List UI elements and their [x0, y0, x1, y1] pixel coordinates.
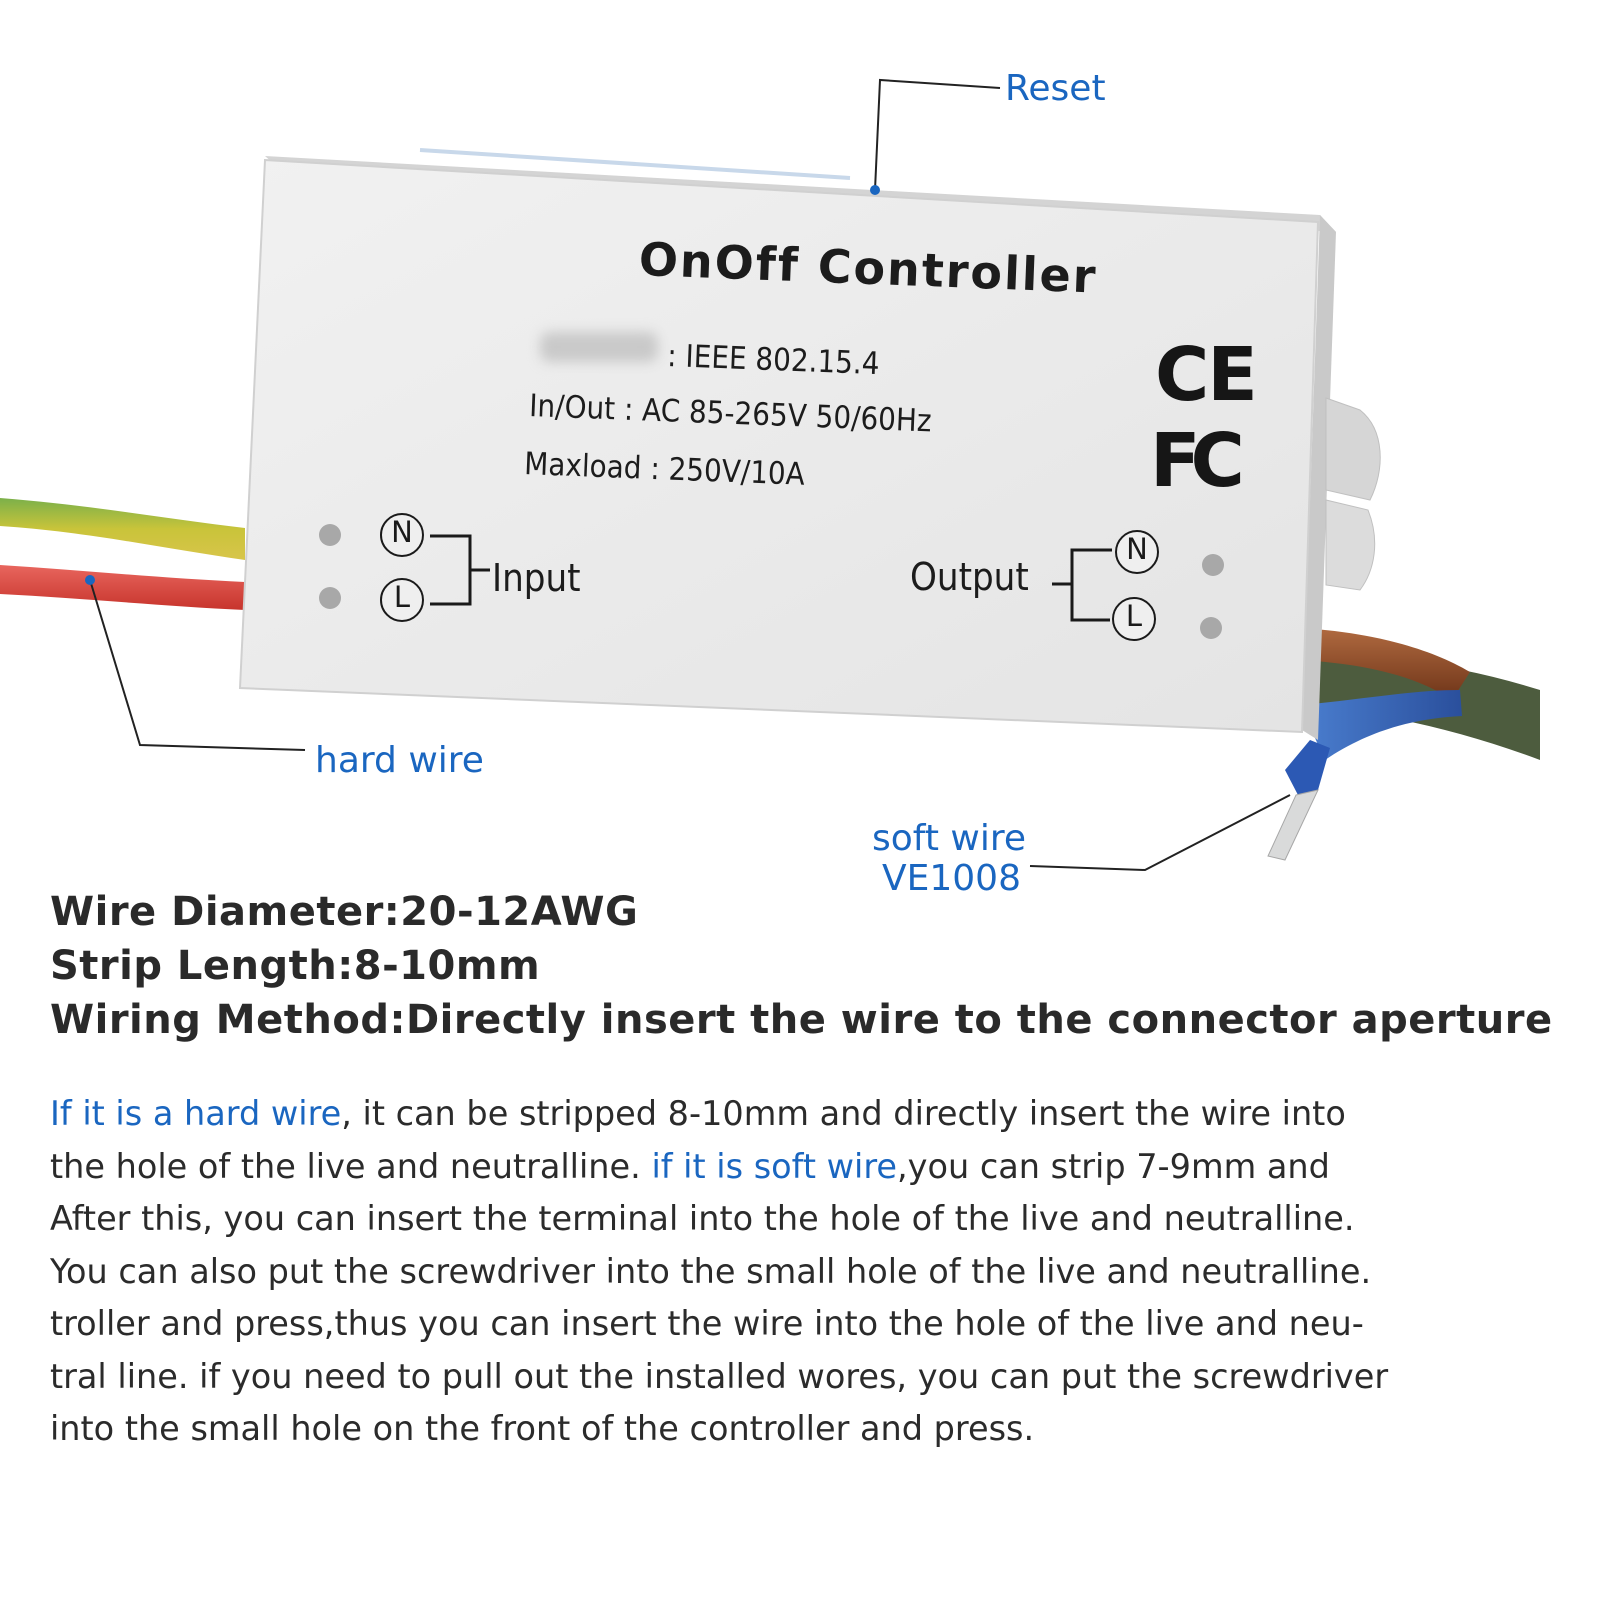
output-label: Output: [910, 555, 1029, 599]
instruction-line-1: If it is a hard wire, it can be stripped…: [50, 1088, 1560, 1141]
screw-hole-input-l: [319, 587, 341, 609]
input-label: Input: [492, 556, 581, 600]
fcc-mark: FC: [1150, 418, 1245, 504]
output-bracket: [1052, 548, 1112, 622]
instruction-text: ,you can strip 7-9mm and: [896, 1146, 1330, 1186]
input-terminal-l: L: [380, 578, 424, 622]
reset-callout: Reset: [1005, 68, 1106, 109]
red-wire: [0, 565, 245, 610]
soft-wire-callout: soft wire: [872, 818, 1026, 859]
device-top-lip: [419, 148, 851, 180]
instruction-line-2: the hole of the live and neutralline. if…: [50, 1141, 1560, 1194]
reset-point: [870, 185, 880, 195]
input-bracket: [430, 534, 490, 606]
wire-diameter-spec: Wire Diameter:20-12AWG: [50, 889, 639, 935]
brown-wire: [1300, 628, 1470, 700]
hard-wire-point: [85, 575, 95, 585]
side-clip-bottom: [1325, 499, 1376, 591]
wiring-instructions: If it is a hard wire, it can be stripped…: [50, 1088, 1560, 1456]
screw-hole-input-n: [319, 524, 341, 546]
wiring-specs: Wire Diameter:20-12AWG Strip Length:8-10…: [50, 885, 1553, 1047]
hard-wire-leader-line: [89, 579, 306, 751]
ferrule-sleeve: [1285, 740, 1330, 795]
output-terminal-l: L: [1112, 597, 1156, 641]
soft-wire-leader-line: [1029, 794, 1291, 872]
side-clip-top: [1325, 397, 1381, 501]
device-side: [1302, 215, 1336, 740]
strip-length-spec: Strip Length:8-10mm: [50, 943, 541, 989]
soft-wire-model-callout: VE1008: [882, 858, 1021, 899]
instruction-line-4: You can also put the screwdriver into th…: [50, 1251, 1372, 1291]
hard-wire-highlight: If it is a hard wire: [50, 1094, 342, 1133]
screw-hole-output-n: [1202, 554, 1224, 576]
blue-wire: [1300, 690, 1462, 760]
soft-wire-highlight: if it is soft wire: [651, 1146, 897, 1186]
input-terminal-n: N: [380, 513, 424, 557]
ferrule-pin: [1267, 789, 1319, 861]
yellow-green-wire: [0, 498, 245, 560]
device-body: [238, 158, 1320, 734]
blurred-protocol-name: [540, 332, 658, 362]
screw-hole-output-l: [1200, 617, 1222, 639]
hard-wire-callout: hard wire: [315, 740, 484, 781]
instruction-line-7: into the small hole on the front of the …: [50, 1409, 1035, 1448]
instruction-text: , it can be stripped 8-10mm and directly…: [341, 1094, 1346, 1133]
instruction-text: the hole of the live and neutralline.: [50, 1146, 652, 1186]
wiring-method-spec: Wiring Method:Directly insert the wire t…: [50, 997, 1553, 1043]
output-terminal-n: N: [1115, 530, 1159, 574]
instruction-line-3: After this, you can insert the terminal …: [50, 1199, 1355, 1238]
instruction-line-6: tral line. if you need to pull out the i…: [50, 1356, 1389, 1396]
instruction-line-5: troller and press,thus you can insert th…: [50, 1304, 1364, 1343]
reset-leader-line: [874, 78, 1001, 191]
ce-mark: CE: [1155, 332, 1258, 418]
